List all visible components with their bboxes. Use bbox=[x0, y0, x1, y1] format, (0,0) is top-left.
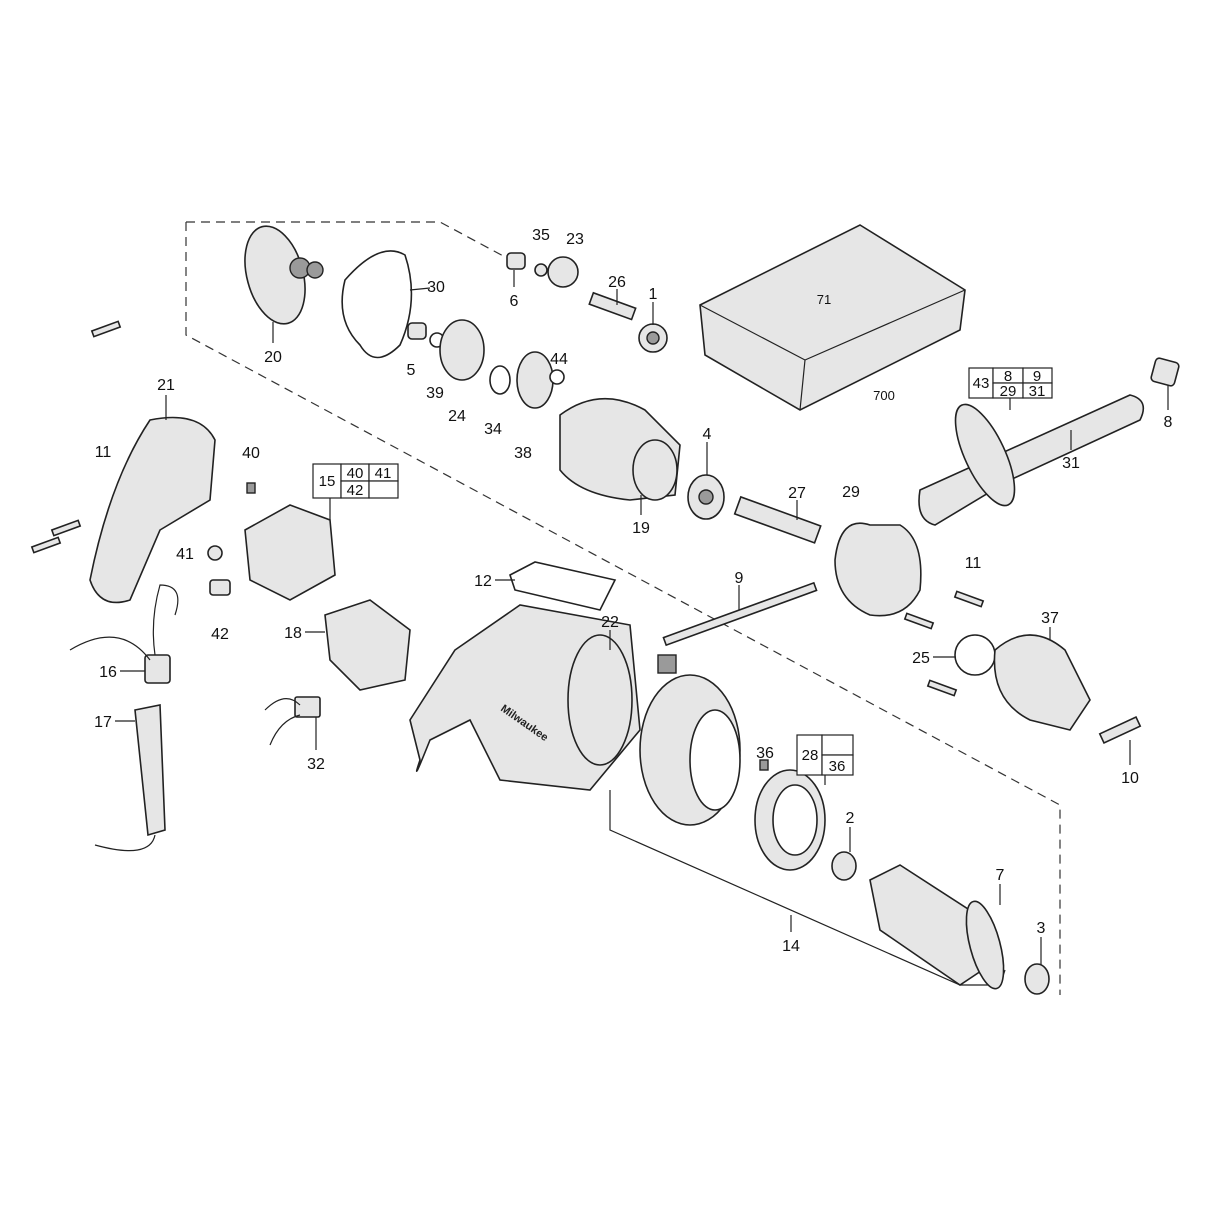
part-collar-29 bbox=[834, 522, 922, 617]
callout-40: 40 bbox=[242, 445, 260, 462]
callout-14: 14 bbox=[782, 938, 800, 955]
callout-26: 26 bbox=[608, 274, 626, 291]
callout-27: 27 bbox=[788, 485, 806, 502]
callout-17: 17 bbox=[94, 714, 112, 731]
part-switch-18 bbox=[324, 599, 411, 691]
svg-text:36: 36 bbox=[829, 758, 846, 775]
parts: Milwaukee bbox=[30, 224, 1180, 995]
part-bearing-3 bbox=[1024, 963, 1050, 995]
callout-25: 25 bbox=[912, 650, 930, 667]
callout-19: 19 bbox=[632, 520, 650, 537]
part-nut-8 bbox=[1150, 357, 1180, 387]
callout-39: 39 bbox=[426, 385, 444, 402]
part-bushing bbox=[506, 252, 526, 270]
callout-20: 20 bbox=[264, 349, 282, 366]
part-screw-10 bbox=[1098, 715, 1142, 745]
callout-31: 31 bbox=[1062, 455, 1080, 472]
part-label-12 bbox=[509, 561, 617, 611]
callout-32: 32 bbox=[307, 756, 325, 773]
part-ring-25 bbox=[954, 634, 996, 676]
part-pin-36 bbox=[759, 759, 769, 771]
part-ring-44 bbox=[549, 369, 565, 385]
svg-text:42: 42 bbox=[347, 482, 364, 499]
svg-text:15: 15 bbox=[319, 473, 336, 490]
svg-text:43: 43 bbox=[973, 375, 990, 392]
callout-16: 16 bbox=[99, 664, 117, 681]
part-gear-23 bbox=[547, 256, 579, 288]
callout-30: 30 bbox=[427, 279, 445, 296]
part-bearing-2 bbox=[831, 851, 857, 881]
part-gasket bbox=[341, 250, 413, 359]
callout-5: 5 bbox=[407, 362, 416, 379]
kit-table-handle: 43 8 9 29 31 bbox=[968, 367, 1053, 400]
svg-text:41: 41 bbox=[375, 465, 392, 482]
svg-text:8: 8 bbox=[1004, 368, 1012, 385]
part-clutch-38 bbox=[516, 351, 554, 409]
part-bushing-5 bbox=[407, 322, 427, 340]
part-gear-24 bbox=[439, 319, 485, 381]
callout-38: 38 bbox=[514, 445, 532, 462]
callout-29: 29 bbox=[842, 484, 860, 501]
part-brush-40 bbox=[246, 482, 256, 494]
part-carrying-case-700 bbox=[699, 224, 966, 411]
callout-12: 12 bbox=[474, 573, 492, 590]
callout-36: 36 bbox=[756, 745, 774, 762]
svg-text:29: 29 bbox=[1000, 383, 1017, 400]
callout-24: 24 bbox=[448, 408, 466, 425]
callout-11: 11 bbox=[95, 444, 112, 461]
callout-71: 71 bbox=[817, 292, 831, 307]
part-cord-17 bbox=[134, 704, 166, 837]
callout-37: 37 bbox=[1041, 610, 1059, 627]
svg-text:9: 9 bbox=[1033, 368, 1041, 385]
callout-11b: 11 bbox=[965, 555, 982, 572]
part-washer bbox=[534, 263, 548, 277]
part-shaft-26 bbox=[588, 291, 637, 321]
part-rod-9 bbox=[662, 581, 818, 647]
svg-text:28: 28 bbox=[802, 747, 819, 764]
callout-2: 2 bbox=[846, 810, 855, 827]
callout-6: 6 bbox=[510, 293, 519, 310]
callout-22: 22 bbox=[601, 614, 619, 631]
part-spring-41 bbox=[207, 545, 223, 561]
callout-41: 41 bbox=[176, 546, 194, 563]
screws bbox=[30, 320, 985, 697]
callout-7: 7 bbox=[996, 867, 1005, 884]
callout-42: 42 bbox=[211, 626, 229, 643]
part-clip-34 bbox=[489, 365, 511, 395]
part-brush-holder-15 bbox=[244, 504, 336, 601]
callout-18: 18 bbox=[284, 625, 302, 642]
callout-34: 34 bbox=[484, 421, 502, 438]
part-cord-plug-16 bbox=[144, 654, 171, 684]
leader-lines bbox=[115, 270, 1169, 965]
callout-10: 10 bbox=[1121, 770, 1139, 787]
callout-4: 4 bbox=[703, 426, 712, 443]
part-cap-42 bbox=[209, 579, 231, 596]
callout-23: 23 bbox=[566, 231, 584, 248]
callout-700: 700 bbox=[873, 388, 895, 403]
kit-table-baffle: 28 36 bbox=[796, 734, 854, 776]
kit-table-brush: 15 40 41 42 bbox=[312, 463, 399, 499]
svg-text:31: 31 bbox=[1029, 383, 1046, 400]
svg-text:40: 40 bbox=[347, 465, 364, 482]
callout-9: 9 bbox=[735, 570, 744, 587]
callout-21: 21 bbox=[157, 377, 175, 394]
callout-35: 35 bbox=[532, 227, 550, 244]
callout-8: 8 bbox=[1164, 414, 1173, 431]
part-brush-32 bbox=[294, 696, 321, 718]
part-handle-21 bbox=[89, 416, 216, 604]
part-side-handle-31 bbox=[918, 394, 1145, 526]
callout-labels: 35 23 6 26 1 30 20 5 39 24 34 38 44 71 7… bbox=[94, 227, 1172, 955]
callout-1: 1 bbox=[649, 286, 658, 303]
callout-44: 44 bbox=[550, 351, 568, 368]
part-spindle-27 bbox=[733, 495, 822, 544]
part-chuck-37 bbox=[993, 634, 1091, 731]
callout-3: 3 bbox=[1037, 920, 1046, 937]
